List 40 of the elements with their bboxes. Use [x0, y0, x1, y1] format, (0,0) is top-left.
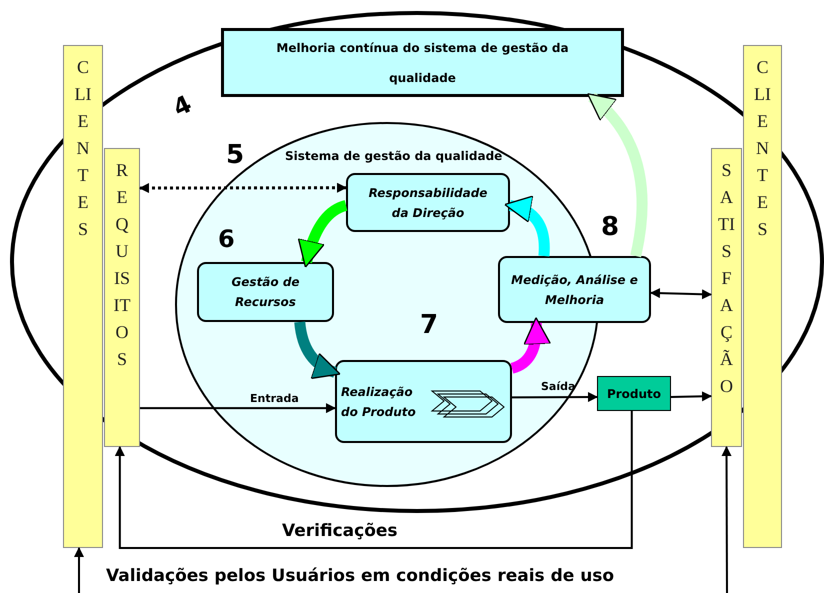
vertical-bar [743, 45, 782, 548]
box-label: Produto [606, 386, 662, 400]
box-title: Melhoria contínua do sistema de gestão da qualidade [275, 40, 570, 86]
edge-label: Verificações [282, 521, 398, 541]
vertical-bar [711, 148, 742, 447]
box-label: Gestão de Recursos [230, 274, 301, 311]
section-number: 7 [420, 310, 438, 340]
process-box [335, 360, 512, 443]
vertical-label: CLIENTES [74, 56, 92, 241]
vertical-label: REQUISITOS [113, 159, 131, 371]
block-arrow [298, 200, 348, 268]
vertical-bar [63, 45, 103, 548]
vertical-label: CLIENTES [754, 56, 772, 241]
section-number: 4 [168, 90, 196, 122]
box-label: Realização do Produto [341, 384, 417, 420]
arrow [670, 391, 712, 402]
product-box [597, 376, 671, 411]
arrow [139, 182, 347, 194]
footer-note: Validações pelos Usuários em condições reais de uso [106, 566, 614, 586]
process-box [498, 256, 651, 323]
improvement-box [221, 28, 624, 97]
box-label: Medição, Análise e Melhoria [510, 272, 639, 308]
vertical-label: SATISFAÇÃO [718, 159, 736, 398]
ellipse-heading: Sistema de gestão da qualidade [285, 149, 502, 163]
arrow [650, 288, 712, 300]
arrow [512, 392, 598, 402]
section-number: 6 [218, 225, 235, 253]
arrow [74, 547, 84, 593]
edge-label: Entrada [250, 392, 299, 405]
edge-label: Saída [541, 380, 576, 393]
section-number: 5 [226, 140, 244, 170]
box-label: Responsabilidade da Direção [368, 184, 488, 222]
arrow [722, 446, 732, 593]
process-box [346, 173, 510, 232]
vertical-bar [104, 148, 140, 447]
arrow [114, 411, 633, 549]
section-number: 8 [601, 212, 620, 242]
process-box [197, 262, 334, 322]
arrow [140, 403, 336, 414]
block-arrow [587, 92, 648, 258]
